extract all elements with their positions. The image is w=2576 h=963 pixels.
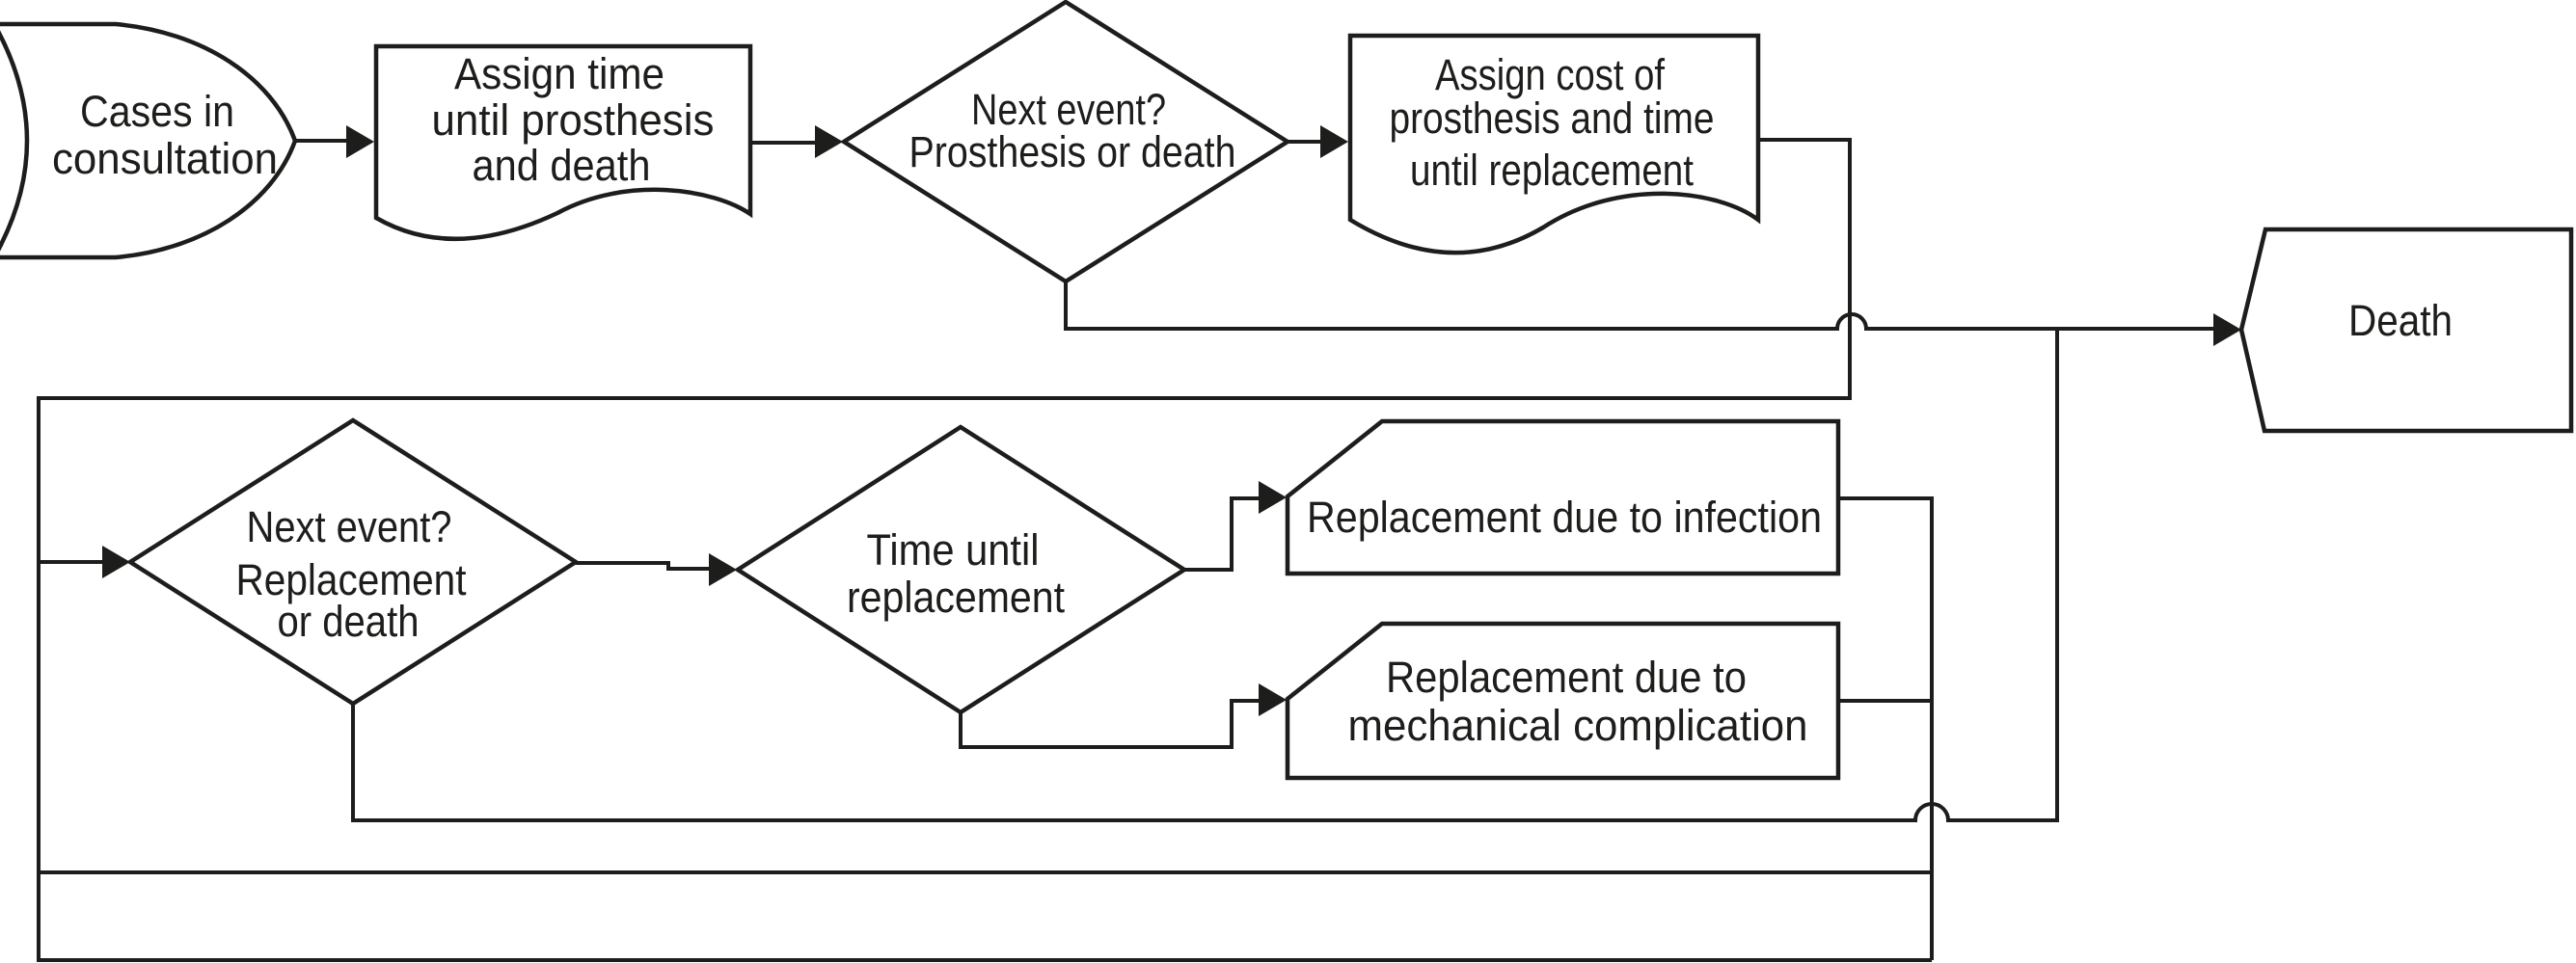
svg-text:Death: Death bbox=[2348, 296, 2453, 345]
svg-text:replacement: replacement bbox=[847, 573, 1065, 622]
svg-text:prosthesis and time: prosthesis and time bbox=[1390, 94, 1715, 143]
svg-text:until replacement: until replacement bbox=[1410, 146, 1694, 195]
svg-text:and death: and death bbox=[473, 141, 651, 190]
svg-text:Replacement due to infection: Replacement due to infection bbox=[1307, 493, 1822, 542]
svg-text:consultation: consultation bbox=[52, 134, 278, 183]
svg-text:Time until: Time until bbox=[867, 525, 1040, 575]
svg-text:Assign cost of: Assign cost of bbox=[1435, 50, 1665, 99]
svg-text:Replacement due to: Replacement due to bbox=[1386, 653, 1747, 702]
svg-text:or death: or death bbox=[278, 597, 420, 646]
svg-text:Next event?: Next event? bbox=[971, 85, 1166, 134]
svg-text:until prosthesis: until prosthesis bbox=[432, 95, 715, 145]
svg-text:Assign time: Assign time bbox=[454, 49, 664, 98]
svg-text:Prosthesis or death: Prosthesis or death bbox=[909, 127, 1236, 176]
svg-text:Replacement: Replacement bbox=[236, 555, 467, 604]
svg-text:mechanical complication: mechanical complication bbox=[1348, 701, 1808, 750]
svg-text:Cases in: Cases in bbox=[80, 87, 234, 136]
svg-text:Next event?: Next event? bbox=[247, 502, 452, 551]
